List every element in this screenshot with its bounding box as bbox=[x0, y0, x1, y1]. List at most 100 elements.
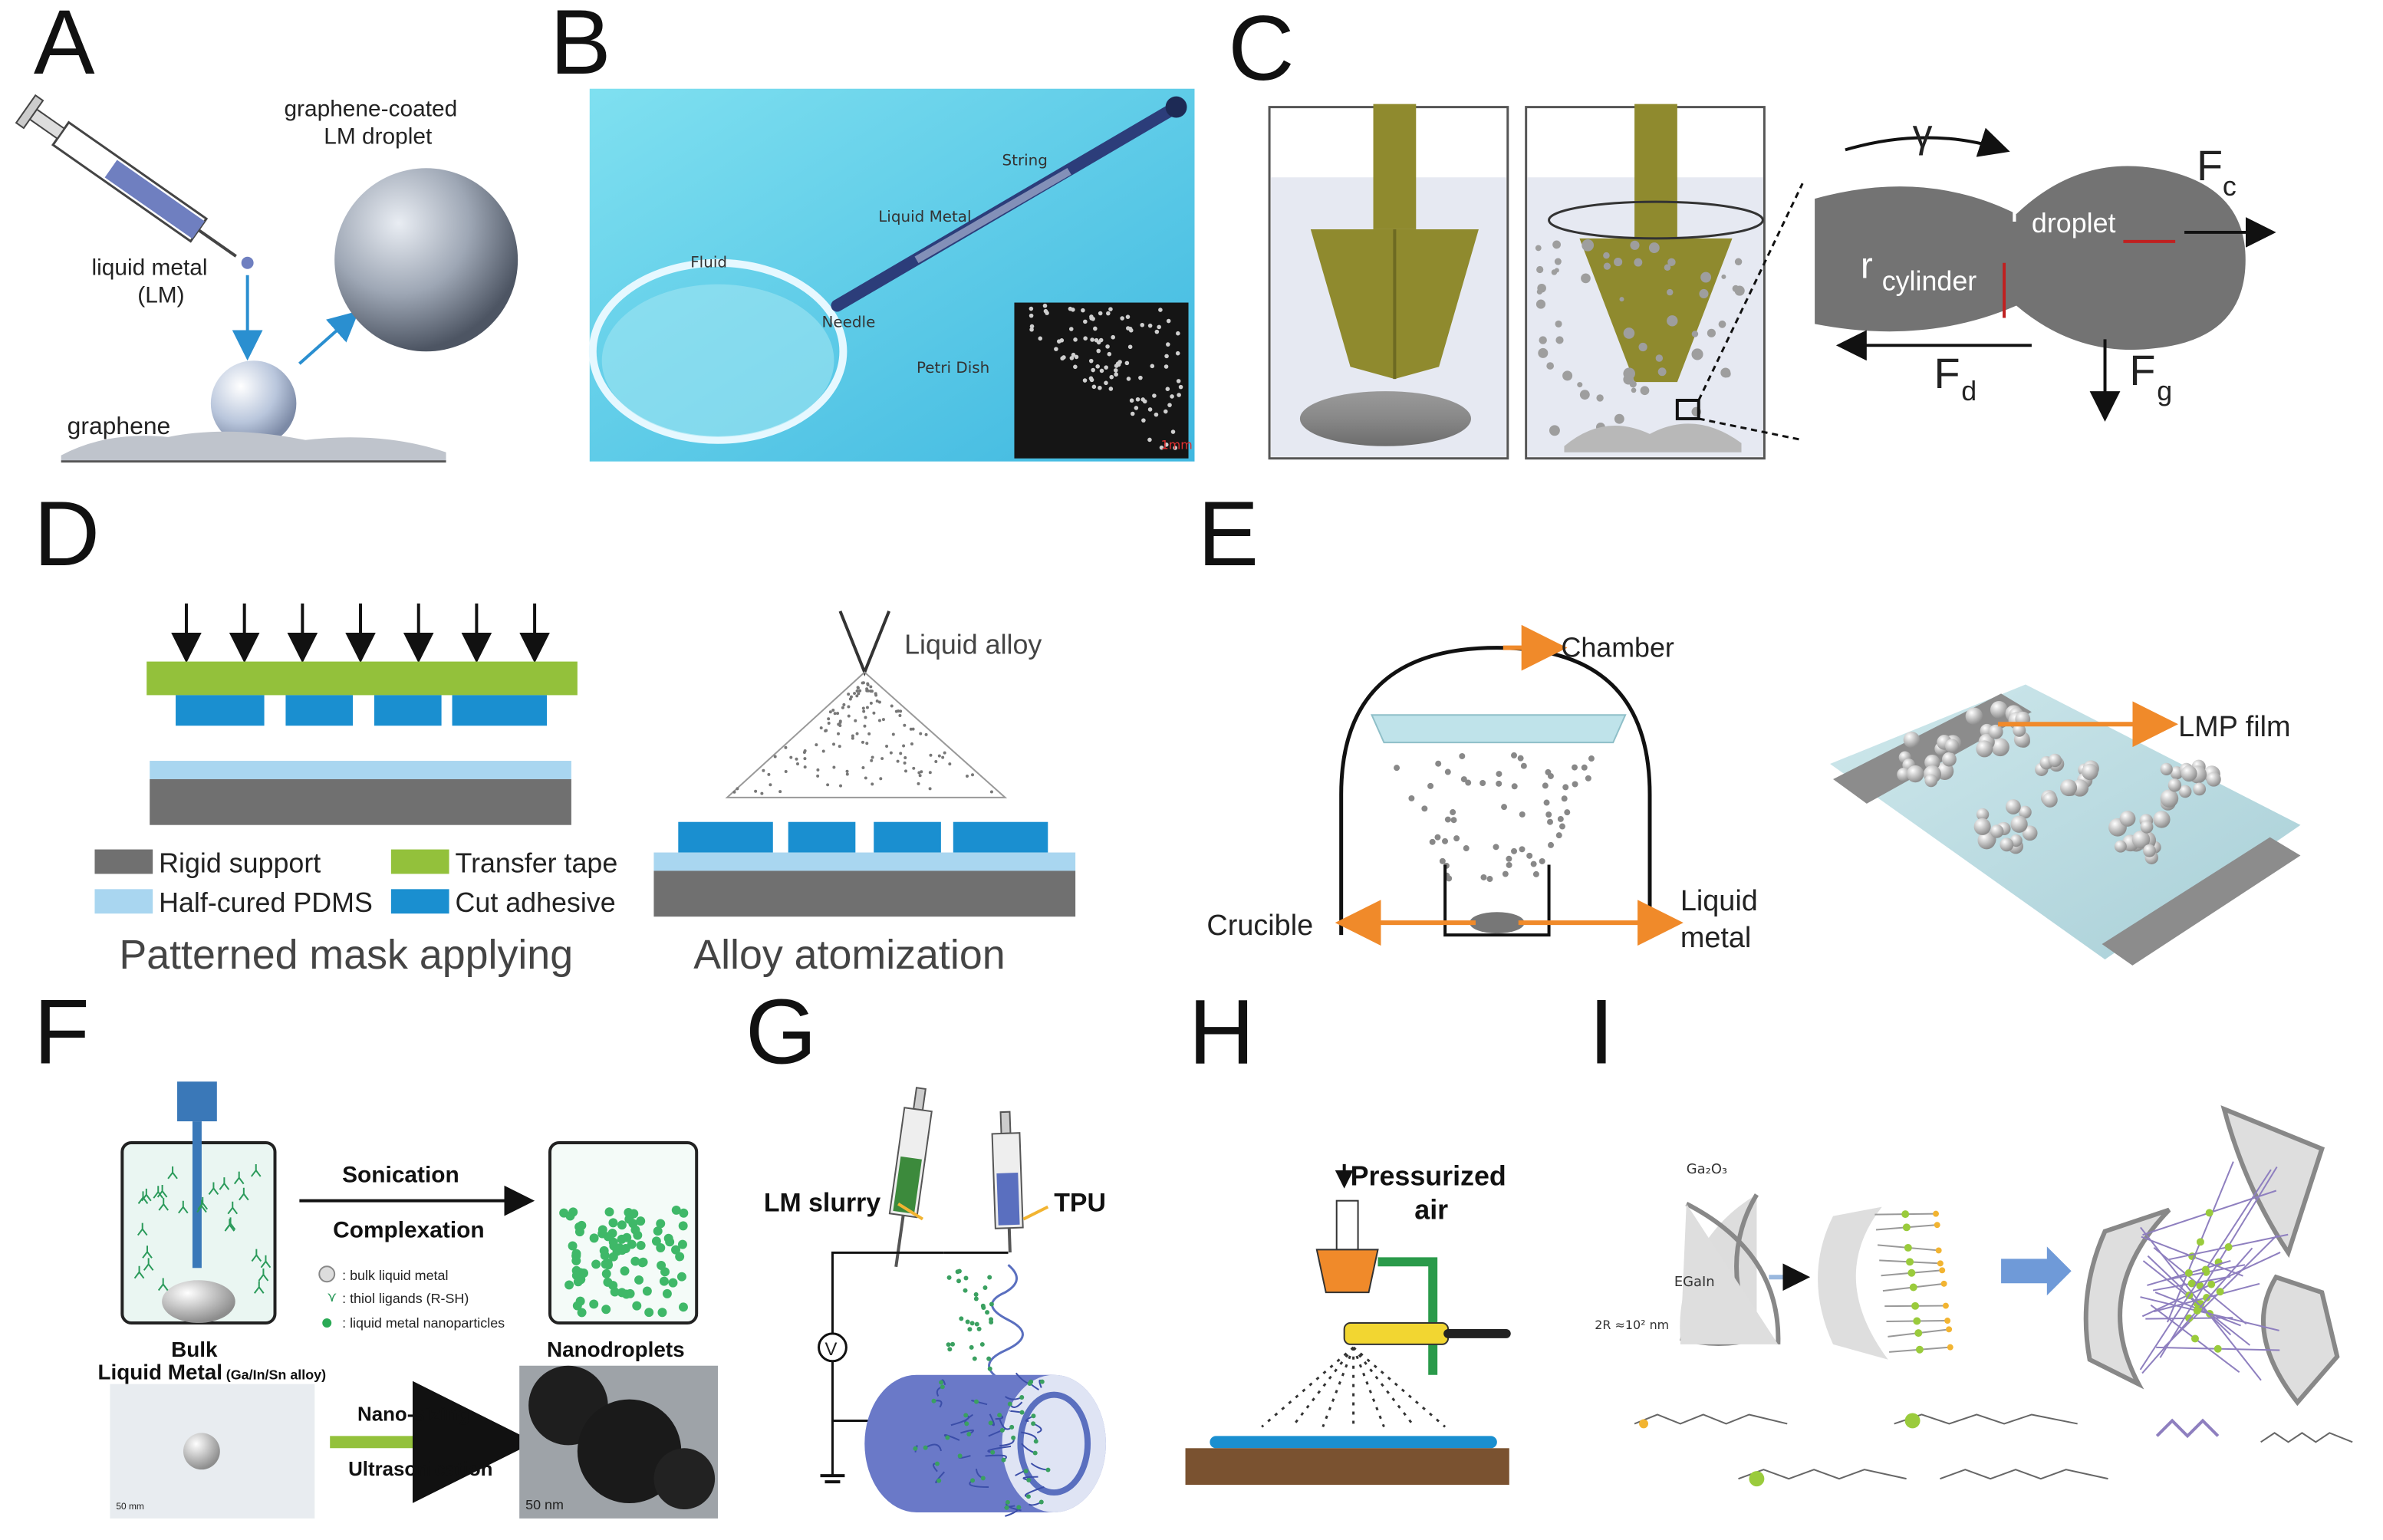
fg-label: F bbox=[2129, 347, 2155, 394]
spray-dot bbox=[861, 740, 864, 744]
inset-droplet bbox=[1114, 372, 1118, 377]
nanodroplet bbox=[572, 1301, 582, 1311]
nanodroplet bbox=[676, 1272, 686, 1282]
syringe-icon bbox=[15, 94, 237, 258]
legend-bulk: : bulk liquid metal bbox=[342, 1268, 448, 1283]
dispersed-droplet bbox=[1614, 257, 1623, 267]
fiber-particle bbox=[1019, 1395, 1025, 1400]
spray-dot bbox=[838, 723, 842, 727]
lm-particle bbox=[969, 1344, 974, 1350]
lm-particle bbox=[963, 1288, 968, 1293]
lmp-particle bbox=[2181, 765, 2197, 782]
fiber-particle bbox=[970, 1478, 976, 1483]
inset-droplet bbox=[1128, 327, 1134, 333]
ligand bbox=[137, 1222, 148, 1236]
vapor-dot bbox=[1588, 755, 1595, 762]
lm-particle bbox=[973, 1296, 979, 1301]
dispersed-droplet bbox=[1581, 273, 1591, 284]
spray-dot bbox=[815, 743, 818, 747]
lmp-particle bbox=[1990, 701, 2008, 719]
inset-droplet bbox=[1038, 336, 1043, 341]
lm-particle bbox=[985, 1310, 990, 1315]
network-bead bbox=[2184, 1269, 2193, 1277]
inset-droplet bbox=[1140, 397, 1145, 402]
ligand-bead bbox=[1902, 1223, 1911, 1232]
dispersed-droplet bbox=[1562, 370, 1573, 381]
ligand bbox=[250, 1164, 262, 1177]
spray-dot bbox=[919, 732, 923, 735]
vapor-dot bbox=[1519, 846, 1526, 853]
spray-dot bbox=[909, 727, 913, 731]
vapor-dot bbox=[1585, 775, 1591, 782]
ligand-end bbox=[1935, 1247, 1942, 1254]
egain-particle bbox=[1685, 1201, 1781, 1344]
lm-particle bbox=[950, 1341, 956, 1347]
vapor-dot bbox=[1463, 845, 1470, 852]
vapor-dot bbox=[1496, 771, 1503, 778]
vapor-dot bbox=[1444, 816, 1451, 823]
nanodroplet bbox=[620, 1266, 630, 1276]
inset-droplet bbox=[1163, 409, 1168, 414]
bulk-label: Bulk bbox=[171, 1338, 218, 1361]
nanodroplet bbox=[601, 1269, 611, 1278]
fiber-particle bbox=[931, 1398, 936, 1403]
spray-dot bbox=[872, 711, 876, 715]
spray-dot bbox=[928, 787, 932, 791]
spray-dot bbox=[825, 729, 828, 732]
lmp-particle bbox=[2140, 820, 2154, 834]
fiber-mat bbox=[913, 1372, 1051, 1517]
chamber-label: Chamber bbox=[1561, 633, 1674, 663]
dispersed-droplet bbox=[1691, 331, 1699, 337]
coated-droplet bbox=[334, 168, 518, 352]
electrode-left bbox=[1833, 693, 2032, 804]
ligand bbox=[137, 1191, 149, 1204]
lmp-particle bbox=[1977, 831, 1996, 850]
spray-dot bbox=[965, 775, 969, 778]
spray-dot bbox=[879, 777, 883, 781]
coated-layer bbox=[1210, 1436, 1497, 1449]
spray-dot bbox=[870, 689, 874, 693]
structure-icon bbox=[1749, 1471, 1765, 1487]
network-bead bbox=[2193, 1306, 2201, 1315]
nanodroplet bbox=[642, 1286, 652, 1296]
spray-dot bbox=[864, 776, 867, 780]
spray-dot bbox=[736, 787, 739, 791]
spray-dot bbox=[803, 757, 807, 761]
nanodroplet bbox=[675, 1252, 685, 1262]
spray-dot bbox=[903, 761, 907, 765]
lm-particle bbox=[947, 1347, 953, 1352]
spray-dot bbox=[948, 762, 952, 766]
bulk-lm-label: Liquid Metal bbox=[97, 1361, 222, 1384]
inset-droplet bbox=[1129, 398, 1134, 403]
vapor-dot bbox=[1444, 768, 1451, 775]
svg-text:⋎: ⋎ bbox=[327, 1289, 337, 1305]
spray-dot bbox=[841, 706, 844, 709]
spray-dot bbox=[889, 751, 893, 755]
spray-dot bbox=[877, 719, 881, 722]
fiber-particle bbox=[1019, 1410, 1025, 1415]
spray-dot bbox=[897, 709, 900, 713]
lm-particle bbox=[974, 1321, 979, 1327]
fiber-particle bbox=[964, 1421, 969, 1426]
panel-d: D Rigid support Transfer tape Half-cured… bbox=[34, 483, 1076, 978]
legend-swatch-adhesive bbox=[390, 889, 449, 914]
ligand bbox=[167, 1166, 178, 1180]
nanodroplet bbox=[620, 1244, 630, 1253]
spray-jet bbox=[946, 1264, 1024, 1385]
nanodroplet bbox=[571, 1251, 581, 1261]
ligand bbox=[153, 1186, 164, 1199]
ligand bbox=[208, 1182, 219, 1195]
spray-dot bbox=[917, 771, 921, 775]
nanodroplet bbox=[568, 1241, 578, 1251]
lmp-particle bbox=[2178, 785, 2192, 798]
dispersed-droplet bbox=[1721, 274, 1726, 279]
legend-pdms: Half-cured PDMS bbox=[159, 887, 373, 918]
panel-d-label: D bbox=[34, 483, 100, 585]
panel-b: B String Liquid Metal Fluid Needle Petri… bbox=[550, 0, 1195, 462]
spray-dot bbox=[899, 752, 903, 755]
ligand bbox=[227, 1201, 239, 1215]
crosslink-arrow bbox=[2001, 1246, 2072, 1296]
fluid-label: Fluid bbox=[690, 254, 727, 271]
nanodroplet bbox=[617, 1234, 627, 1244]
dispersed-droplet bbox=[1657, 367, 1667, 377]
